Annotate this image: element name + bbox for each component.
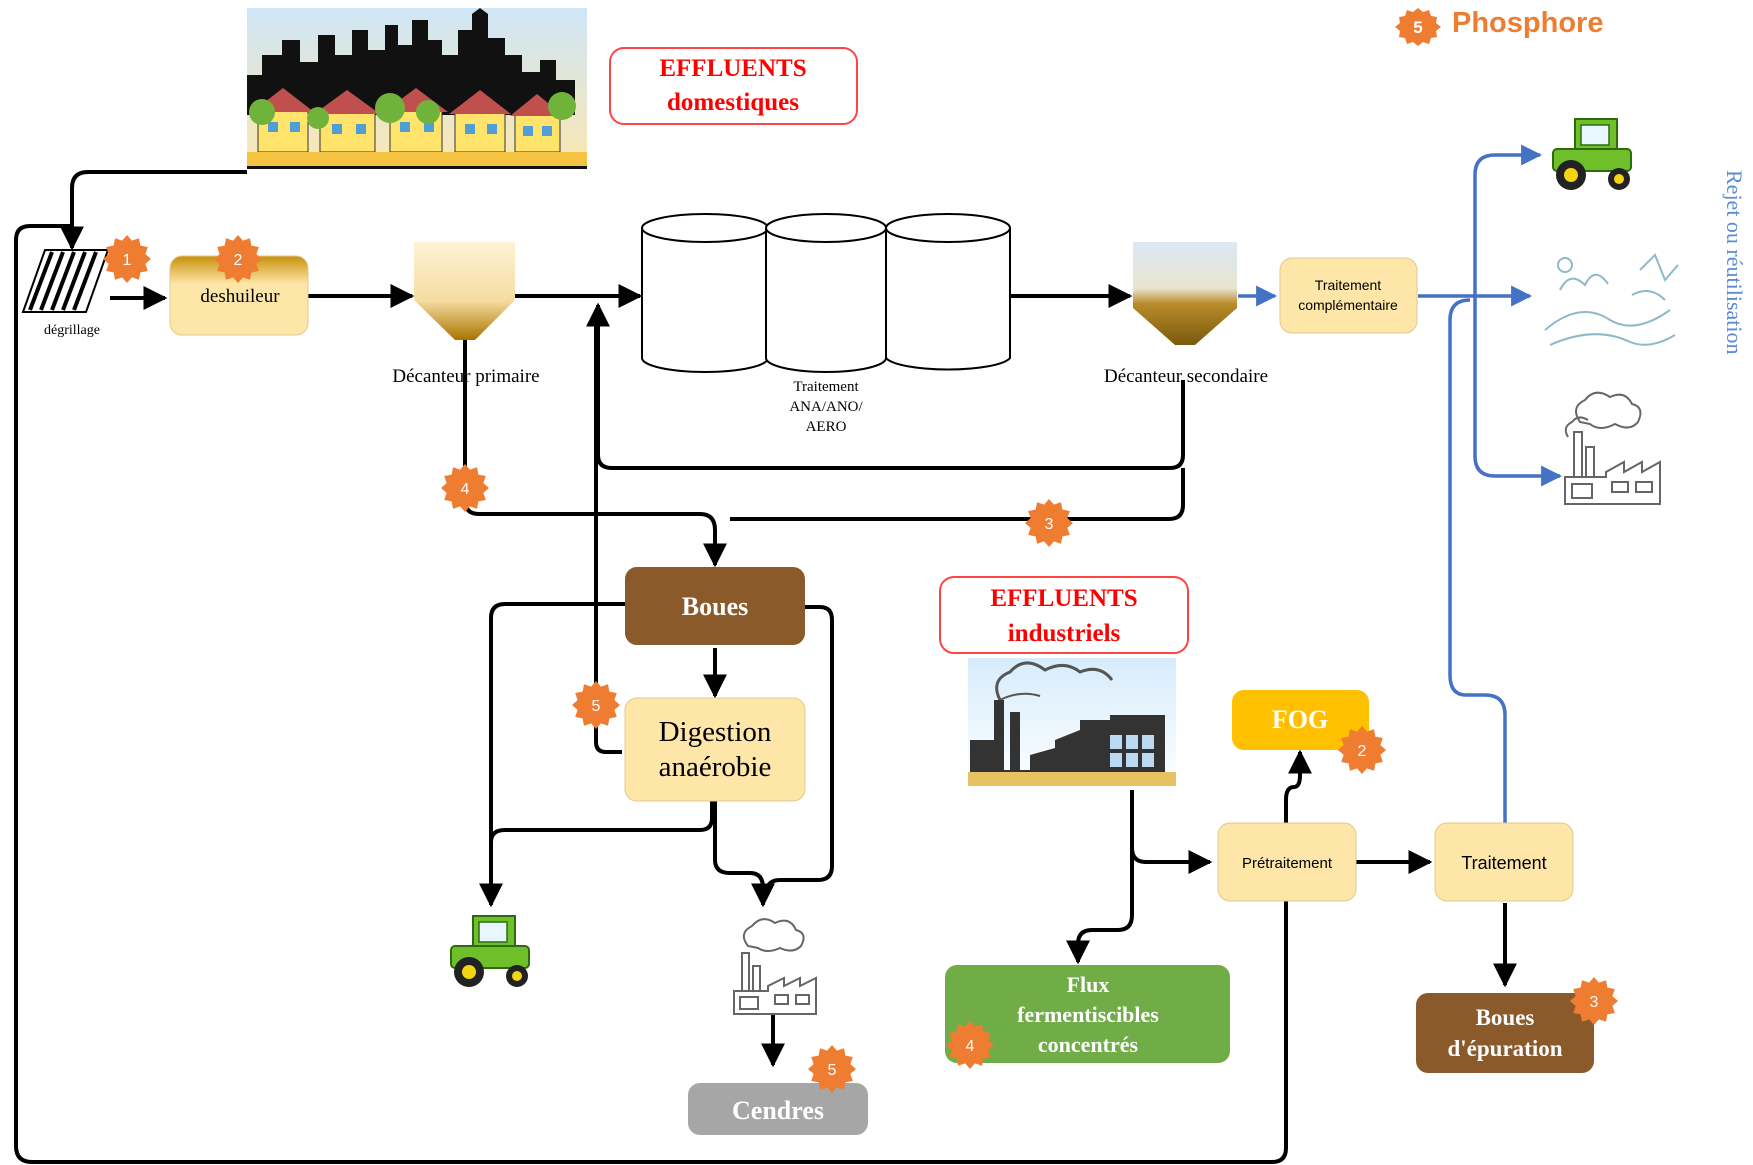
badge-starburst <box>572 681 620 729</box>
badge-number: 3 <box>1045 516 1054 533</box>
side-label: Rejet ou réutilisation <box>1722 170 1747 355</box>
badge-number: 5 <box>592 698 601 715</box>
industrial-plant-icon <box>968 658 1176 790</box>
badge-number: 4 <box>966 1038 975 1055</box>
flux-step: Flux fermentiscibles concentrés <box>945 965 1230 1063</box>
flow-lines <box>14 170 1517 1164</box>
deshuileur-label: deshuileur <box>200 286 280 307</box>
deshuileur-step: deshuileur <box>169 255 309 336</box>
badge-digestion: 5 <box>572 681 620 729</box>
boues-epuration-line2: d'épuration <box>1447 1036 1562 1061</box>
legend: 5 Phosphore <box>1395 7 1603 46</box>
effluents-industriels-line1: EFFLUENTS <box>990 585 1137 612</box>
badge-boues-epuration: 3 <box>1570 977 1618 1025</box>
badge-number: 4 <box>461 481 470 498</box>
digestion-line1: Digestion <box>659 716 772 748</box>
fog-step: FOG <box>1232 690 1369 750</box>
biological-treatment-tanks <box>641 213 1011 373</box>
legend-label: Phosphore <box>1452 7 1603 39</box>
biological-treatment-label: Traitement ANA/ANO/ AERO <box>789 379 863 435</box>
legend-badge-number: 5 <box>1413 18 1422 37</box>
badge-starburst <box>1025 499 1073 547</box>
city-icon <box>247 8 587 169</box>
bio-label-line3: AERO <box>806 419 847 435</box>
badge-deshuileur: 2 <box>214 235 262 283</box>
effluents-domestiques-line2: domestiques <box>667 89 799 116</box>
badge-starburst <box>946 1021 994 1069</box>
bio-label-line1: Traitement <box>793 379 859 395</box>
effluents-domestiques-label: EFFLUENTS domestiques <box>609 47 858 125</box>
traitement-complementaire-step: Traitement complémentaire <box>1279 257 1418 334</box>
badge-starburst <box>441 464 489 512</box>
badge-starburst <box>103 235 151 283</box>
blue-flow-lines <box>1238 144 1563 823</box>
boues-epuration-step: Boues d'épuration <box>1416 993 1594 1073</box>
badge-number: 5 <box>828 1062 837 1079</box>
traitement-step: Traitement <box>1434 822 1574 902</box>
degrillage-step: dégrillage <box>21 249 110 338</box>
effluents-domestiques-line1: EFFLUENTS <box>659 55 806 82</box>
traitement-label: Traitement <box>1461 853 1546 873</box>
flux-line2: fermentiscibles <box>1017 1002 1159 1027</box>
badge-number: 1 <box>123 252 132 269</box>
tractor-icon <box>450 915 530 987</box>
decanteur-secondaire-label: Décanteur secondaire <box>1104 366 1268 387</box>
digestion-step: Digestion anaérobie <box>624 697 806 802</box>
flux-line1: Flux <box>1067 972 1110 997</box>
step-badges: 1 2 4 3 5 5 2 4 3 <box>103 235 1618 1093</box>
tractor-icon <box>1552 118 1632 190</box>
badge-degrillage: 1 <box>103 235 151 283</box>
badge-number: 2 <box>234 252 243 269</box>
effluents-industriels-label: EFFLUENTS industriels <box>939 576 1189 654</box>
nature-icon <box>1544 253 1679 346</box>
badge-starburst <box>1338 726 1386 774</box>
digestion-line2: anaérobie <box>659 751 772 783</box>
flux-line3: concentrés <box>1038 1032 1139 1057</box>
effluents-industriels-line2: industriels <box>1008 620 1121 647</box>
pretraitement-step: Prétraitement <box>1217 822 1357 902</box>
decanteur-secondaire-step: Décanteur secondaire <box>1104 242 1268 387</box>
badge-starburst <box>214 235 262 283</box>
badge-flux: 4 <box>946 1021 994 1069</box>
badge-starburst <box>1570 977 1618 1025</box>
badge-primaire: 4 <box>441 464 489 512</box>
badge-number: 3 <box>1590 994 1599 1011</box>
badge-cendres: 5 <box>808 1045 856 1093</box>
cendres-step: Cendres <box>688 1083 868 1135</box>
boues-epuration-line1: Boues <box>1476 1005 1535 1030</box>
decanteur-primaire-step: Décanteur primaire <box>392 242 540 387</box>
badge-starburst <box>808 1045 856 1093</box>
traitement-complementaire-line1: Traitement <box>1315 277 1382 293</box>
factory-icon <box>733 918 817 1015</box>
factory-icon <box>1564 391 1661 505</box>
legend-badge: 5 <box>1395 8 1441 46</box>
badge-secondaire: 3 <box>1025 499 1073 547</box>
boues-label: Boues <box>682 592 748 621</box>
cendres-label: Cendres <box>732 1096 824 1125</box>
pretraitement-label: Prétraitement <box>1242 855 1333 872</box>
fog-label: FOG <box>1272 705 1328 734</box>
degrillage-label: dégrillage <box>44 323 100 338</box>
traitement-complementaire-line2: complémentaire <box>1298 297 1398 313</box>
badge-fog: 2 <box>1338 726 1386 774</box>
decanteur-primaire-label: Décanteur primaire <box>392 366 539 387</box>
bio-label-line2: ANA/ANO/ <box>789 399 863 415</box>
badge-number: 2 <box>1358 743 1367 760</box>
boues-step: Boues <box>625 567 805 645</box>
